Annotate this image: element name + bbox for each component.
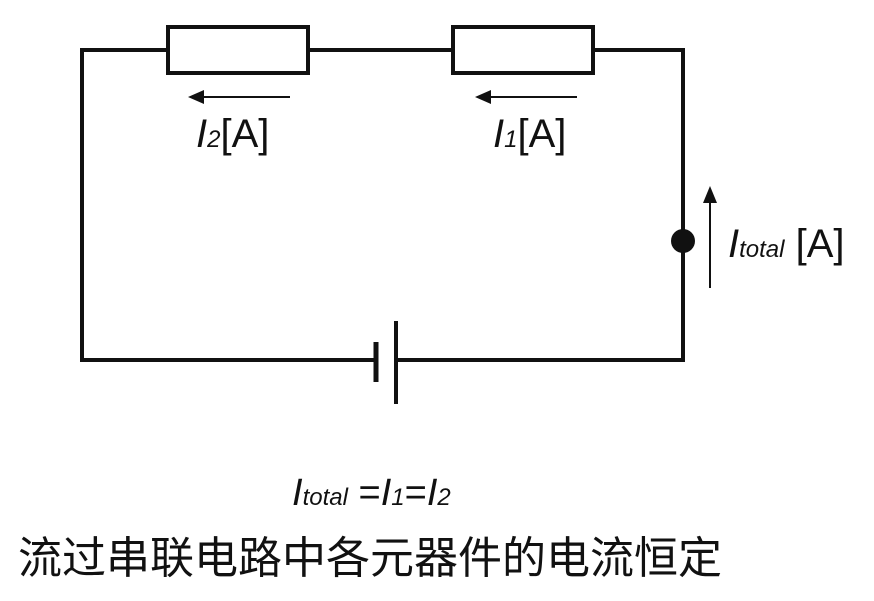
label-i2: I2[A] — [196, 112, 269, 157]
symbol: I — [426, 472, 438, 514]
label-i1: I1[A] — [493, 112, 566, 157]
resistor-2 — [166, 25, 310, 75]
arrow-head-icon — [475, 90, 491, 104]
unit: [A] — [517, 112, 567, 156]
arrow-head-icon — [703, 186, 717, 203]
symbol: I — [380, 472, 392, 514]
subscript: 1 — [504, 126, 518, 153]
resistor-1 — [451, 25, 595, 75]
subscript: 1 — [391, 484, 405, 511]
arrow-head-icon — [188, 90, 204, 104]
unit: [A] — [795, 222, 845, 266]
label-itotal: Itotal [A] — [728, 222, 845, 267]
symbol: I — [292, 472, 303, 514]
subscript: 2 — [437, 484, 451, 511]
subscript: total — [739, 236, 785, 263]
equals: = — [347, 472, 381, 514]
symbol: I — [728, 222, 740, 266]
symbol: I — [196, 112, 208, 156]
subscript: 2 — [207, 126, 221, 153]
symbol: I — [493, 112, 505, 156]
equals: = — [404, 472, 427, 514]
formula: Itotal =I1=I2 — [292, 472, 451, 515]
caption: 流过串联电路中各元器件的电流恒定 — [18, 533, 722, 584]
circuit-wire — [80, 48, 685, 362]
unit: [A] — [220, 112, 270, 156]
subscript: total — [302, 484, 348, 511]
measurement-node — [671, 229, 695, 253]
